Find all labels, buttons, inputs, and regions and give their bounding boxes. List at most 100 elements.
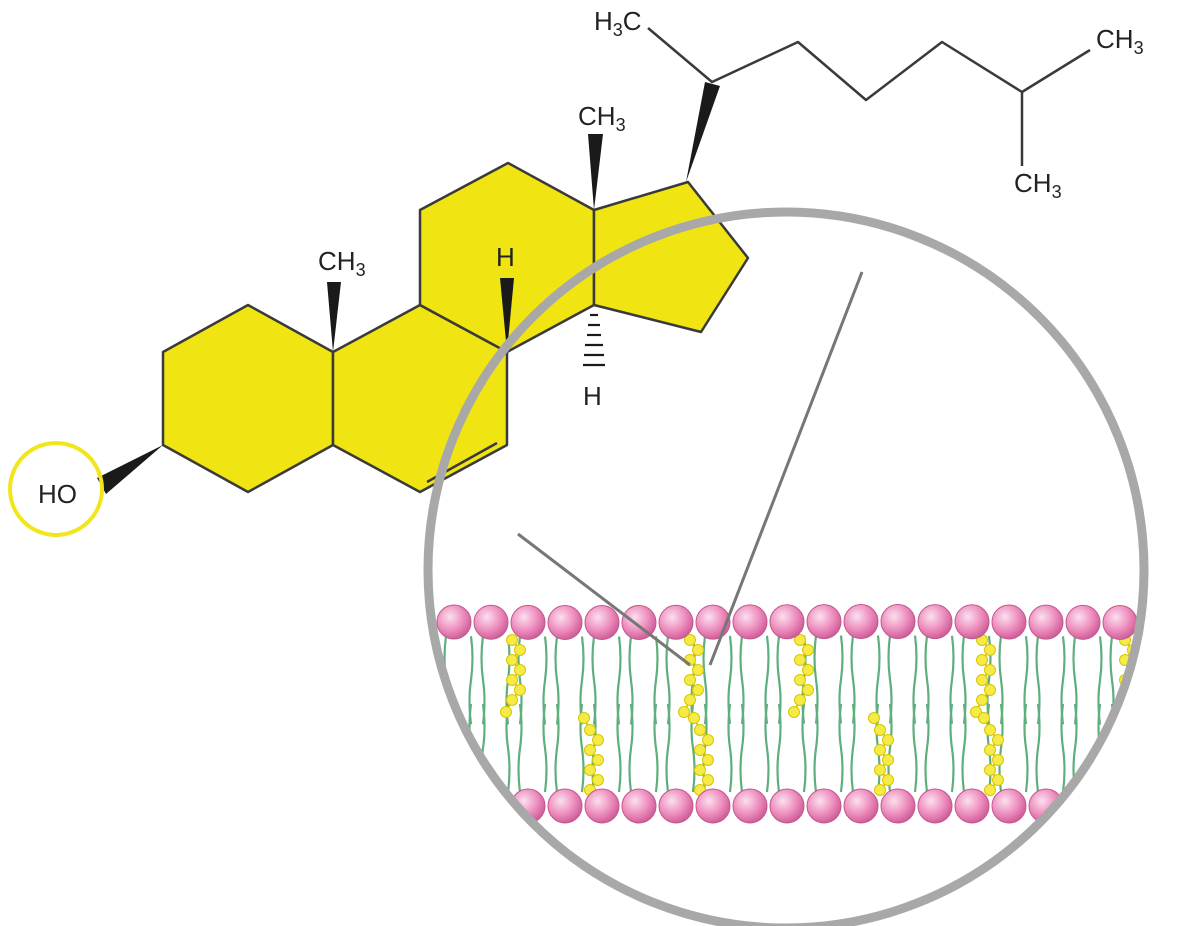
- cholesterol-ring: [976, 694, 988, 706]
- lipid-head-bottom: [547, 788, 583, 824]
- lipid-head-bottom: [806, 788, 842, 824]
- cholesterol-ring: [578, 712, 590, 724]
- lipid-tail: [949, 703, 955, 793]
- lipid-head-top: [510, 604, 546, 640]
- lipid-tail: [443, 703, 449, 793]
- cholesterol-ring: [684, 694, 696, 706]
- lipid-head-top: [436, 604, 472, 640]
- cholesterol-ring: [984, 784, 996, 796]
- lipid-head-top: [584, 604, 620, 640]
- lipid-head-bottom: [954, 788, 990, 824]
- cholesterol-ring: [874, 764, 886, 776]
- cholesterol-ring: [584, 764, 596, 776]
- lipid-tail: [1023, 703, 1029, 793]
- cholesterol-ring: [688, 712, 700, 724]
- lipid-head-top: [1065, 604, 1101, 640]
- lipid-head-top: [917, 604, 953, 640]
- lipid-head-bottom: [917, 788, 953, 824]
- lipid-head-bottom: [843, 788, 879, 824]
- cholesterol-ring: [882, 734, 894, 746]
- cholesterol-ring: [978, 712, 990, 724]
- lipid-tail: [727, 703, 733, 793]
- lipid-head-bottom: [621, 788, 657, 824]
- lipid-tail: [1148, 704, 1151, 792]
- lipid-head-bottom: [1065, 788, 1101, 824]
- lipid-head-top: [1028, 604, 1064, 640]
- cholesterol-ring: [984, 744, 996, 756]
- cholesterol-ring: [500, 706, 512, 718]
- cholesterol-ring: [976, 654, 988, 666]
- lipid-head-bottom: [1102, 788, 1138, 824]
- hashed-c14-h: [583, 313, 605, 367]
- cholesterol-ring: [794, 694, 806, 706]
- cholesterol-ring: [684, 634, 696, 646]
- cholesterol-ring: [678, 706, 690, 718]
- lipid-tail: [1148, 636, 1151, 724]
- lipid-tail: [850, 703, 856, 793]
- ch3-c10-label: CH3: [318, 246, 366, 280]
- cholesterol-ring: [692, 664, 704, 676]
- cholesterol-ring: [802, 644, 814, 656]
- steroid-rings: [161, 161, 750, 494]
- cholesterol-ring: [794, 634, 806, 646]
- cholesterol-ring: [514, 664, 526, 676]
- wedge-c3-oh: [97, 445, 163, 494]
- lipid-tail: [653, 703, 659, 793]
- cholesterol-ring: [992, 774, 1004, 786]
- wedge-c13-methyl: [588, 134, 603, 210]
- hydroxyl-label: HO: [38, 479, 77, 509]
- lipid-head-bottom: [436, 788, 472, 824]
- magnifier-lens-circle: [423, 207, 1149, 926]
- cholesterol-ring: [702, 754, 714, 766]
- lipid-head-bottom: [991, 788, 1027, 824]
- cholesterol-ring: [970, 706, 982, 718]
- lipid-head-bottom: [769, 788, 805, 824]
- wedge-c17: [686, 82, 720, 182]
- cholesterol-ring: [694, 744, 706, 756]
- cholesterol-ring: [984, 764, 996, 776]
- cholesterol-ring: [992, 734, 1004, 746]
- cholesterol-ring: [984, 684, 996, 696]
- lipid-tail: [801, 703, 807, 793]
- cholesterol-ring: [592, 734, 604, 746]
- cholesterol-ring: [694, 724, 706, 736]
- lipid-head-top: [806, 604, 842, 640]
- ch3-chain-top-label: CH3: [1096, 24, 1144, 58]
- lipid-head-top: [954, 604, 990, 640]
- lipid-head-bottom: [695, 788, 731, 824]
- cholesterol-ring: [794, 674, 806, 686]
- lipid-head-top: [547, 604, 583, 640]
- lipid-tail: [764, 703, 770, 793]
- cholesterol-ring: [506, 674, 518, 686]
- cholesterol-ring: [514, 644, 526, 656]
- cholesterol-ring: [984, 664, 996, 676]
- cholesterol-ring: [788, 706, 800, 718]
- cholesterol-ring: [882, 754, 894, 766]
- cholesterol-ring: [702, 734, 714, 746]
- cholesterol-ring: [684, 674, 696, 686]
- lipid-tail: [628, 703, 634, 793]
- lipid-head-bottom: [584, 788, 620, 824]
- cholesterol-ring: [976, 674, 988, 686]
- side-chain: [647, 27, 1091, 166]
- cholesterol-ring: [592, 774, 604, 786]
- wedge-c10-methyl: [327, 282, 341, 352]
- cholesterol-ring: [874, 784, 886, 796]
- lipid-head-bottom: [1139, 788, 1144, 824]
- cholesterol-ring: [692, 684, 704, 696]
- h-c14-label: H: [583, 381, 602, 411]
- lipid-tail: [1134, 703, 1140, 793]
- cholesterol-ring: [584, 744, 596, 756]
- lipid-head-top: [695, 604, 731, 640]
- cholesterol-ring: [984, 644, 996, 656]
- lipid-tail: [912, 703, 918, 793]
- cholesterol-ring: [506, 694, 518, 706]
- membrane-cholesterol-molecules: [500, 634, 1139, 796]
- lipid-tail: [431, 703, 437, 793]
- lipid-tail: [924, 703, 930, 793]
- cholesterol-ring: [874, 724, 886, 736]
- cholesterol-ring: [992, 754, 1004, 766]
- lipid-tail: [739, 703, 745, 793]
- lipid-head-top: [991, 604, 1027, 640]
- cholesterol-ring: [692, 644, 704, 656]
